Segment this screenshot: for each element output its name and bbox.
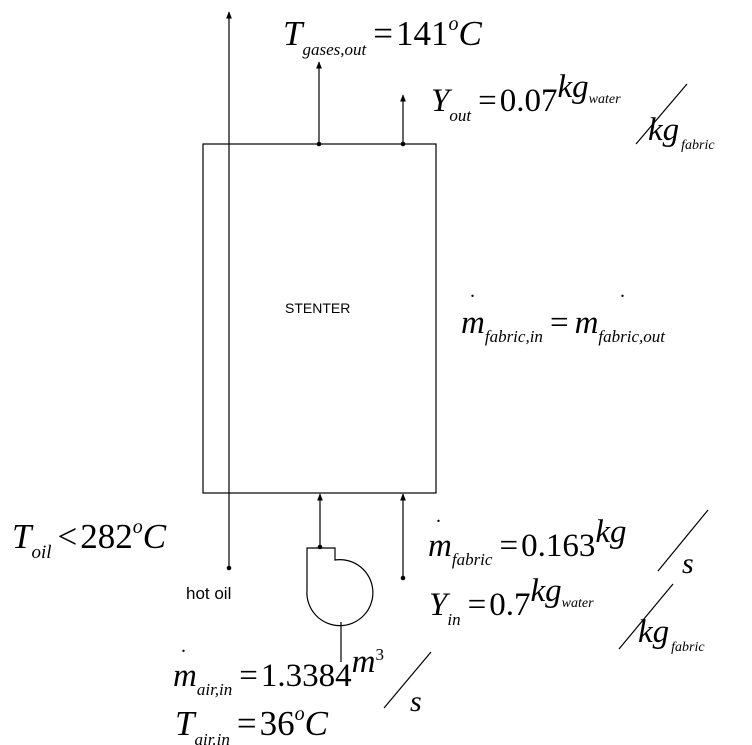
svg-text:Yout=0.07kgwater: Yout=0.07kgwater [431, 69, 621, 125]
svg-text:s: s [682, 547, 694, 580]
hot-oil-label: hot oil [186, 584, 231, 603]
stenter-block [202, 143, 437, 494]
gases-out-dot [316, 141, 322, 147]
fabric-out-dot [400, 141, 406, 147]
blower-icon [306, 547, 374, 627]
fabric-in-dot [400, 575, 406, 581]
eq-t-air: Tair.in=36oC [175, 703, 329, 745]
svg-text:Tgases,out=141oC: Tgases,out=141oC [283, 13, 482, 59]
svg-text:Toil<282oC: Toil<282oC [12, 516, 167, 563]
eq-m-fabric: mfabric=0.163kg . s [428, 505, 709, 580]
eq-mass-balance: mfabric,in=mfabric,out . . [461, 280, 666, 346]
svg-text:s: s [410, 685, 422, 718]
hot-oil-inlet-dot [226, 565, 232, 571]
eq-gases-out: Tgases,out=141oC [283, 13, 482, 59]
svg-text:.: . [620, 280, 625, 302]
eq-m-air: mair,in=1.3384m3 . s [173, 635, 432, 718]
svg-text:Tair.in=36oC: Tair.in=36oC [175, 703, 329, 745]
svg-text:mair,in=1.3384m3: mair,in=1.3384m3 [173, 644, 384, 699]
eq-oil: Toil<282oC [12, 516, 167, 563]
svg-text:mfabric,in=mfabric,out: mfabric,in=mfabric,out [461, 305, 666, 346]
svg-text:.: . [436, 505, 441, 527]
svg-text:.: . [181, 635, 186, 657]
svg-text:mfabric=0.163kg: mfabric=0.163kg [428, 514, 626, 569]
stenter-label: STENTER [285, 300, 350, 316]
svg-text:.: . [470, 280, 475, 302]
air-in-dot [317, 544, 323, 550]
svg-text:Yin=0.7kgwater: Yin=0.7kgwater [429, 573, 594, 629]
